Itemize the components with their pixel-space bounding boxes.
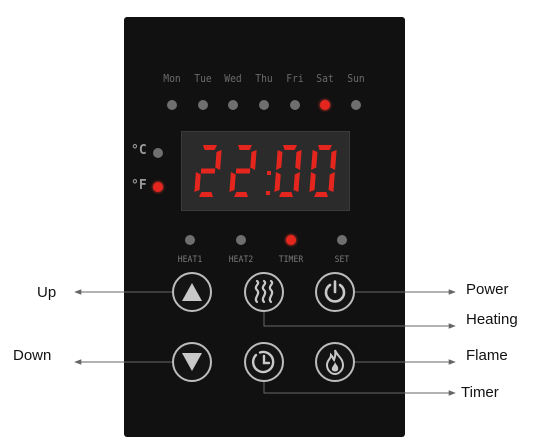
segment-a (203, 145, 217, 150)
segment-b (215, 150, 222, 170)
clock-icon (251, 350, 275, 374)
mode-label-heat2: HEAT2 (228, 255, 254, 265)
day-led-mon (167, 100, 177, 110)
day-label-sun: Sun (347, 72, 365, 85)
segment-d (279, 192, 293, 197)
seven-segment-readout (194, 145, 337, 197)
segment-c (293, 172, 300, 192)
segment-g (200, 168, 216, 174)
display-digit (229, 145, 257, 197)
day-label-mon: Mon (163, 72, 181, 85)
day-label-wed: Wed (224, 72, 242, 85)
flame-button[interactable] (315, 342, 355, 382)
display-digit (194, 145, 222, 197)
day-led-wed (228, 100, 238, 110)
mode-label-timer: TIMER (278, 255, 304, 265)
mode-label-set: SET (334, 255, 350, 265)
segment-b (330, 150, 337, 170)
segment-f (311, 150, 318, 170)
heat-waves-icon (254, 279, 274, 304)
triangle-up-icon (182, 283, 202, 301)
celsius-led (153, 148, 163, 158)
day-label-fri: Fri (286, 72, 304, 85)
celsius-label: °C (131, 143, 147, 158)
timer-callout-label: Timer (461, 384, 499, 401)
segment-e (274, 172, 281, 192)
colon-dot (266, 191, 270, 195)
segment-a (318, 145, 332, 150)
up-button[interactable] (172, 272, 212, 312)
display-digit (309, 145, 337, 197)
day-led-tue (198, 100, 208, 110)
day-led-sun (351, 100, 361, 110)
mode-led-heat1 (185, 235, 195, 245)
time-display (181, 131, 350, 211)
segment-d (234, 192, 248, 197)
triangle-down-icon (182, 353, 202, 371)
segment-b (250, 150, 257, 170)
mode-led-set (337, 235, 347, 245)
colon-dot (267, 171, 271, 175)
mode-label-heat1: HEAT1 (177, 255, 203, 265)
flame-icon (325, 349, 345, 376)
segment-c (328, 172, 335, 192)
segment-e (309, 172, 316, 192)
segment-b (295, 150, 302, 170)
segment-d (199, 192, 213, 197)
timer-button[interactable] (244, 342, 284, 382)
segment-d (314, 192, 328, 197)
fahrenheit-led (153, 182, 163, 192)
segment-f (276, 150, 283, 170)
day-led-fri (290, 100, 300, 110)
mode-led-timer (286, 235, 296, 245)
power-button[interactable] (315, 272, 355, 312)
up-callout-label: Up (37, 284, 57, 301)
down-button[interactable] (172, 342, 212, 382)
flame-callout-label: Flame (466, 347, 508, 364)
heating-callout-label: Heating (466, 311, 518, 328)
day-label-thu: Thu (255, 72, 273, 85)
day-led-sat (320, 100, 330, 110)
display-digit (274, 145, 302, 197)
day-label-sat: Sat (316, 72, 334, 85)
power-icon (324, 280, 346, 303)
segment-e (194, 172, 201, 192)
segment-a (238, 145, 252, 150)
down-callout-label: Down (13, 347, 52, 364)
segment-e (229, 172, 236, 192)
day-label-tue: Tue (194, 72, 212, 85)
fahrenheit-label: °F (131, 178, 147, 193)
day-led-thu (259, 100, 269, 110)
timer-callout-line (263, 382, 456, 396)
power-callout-label: Power (466, 281, 509, 298)
heating-button[interactable] (244, 272, 284, 312)
segment-a (283, 145, 297, 150)
mode-led-heat2 (236, 235, 246, 245)
heating-callout-line (263, 312, 456, 329)
segment-g (235, 168, 251, 174)
